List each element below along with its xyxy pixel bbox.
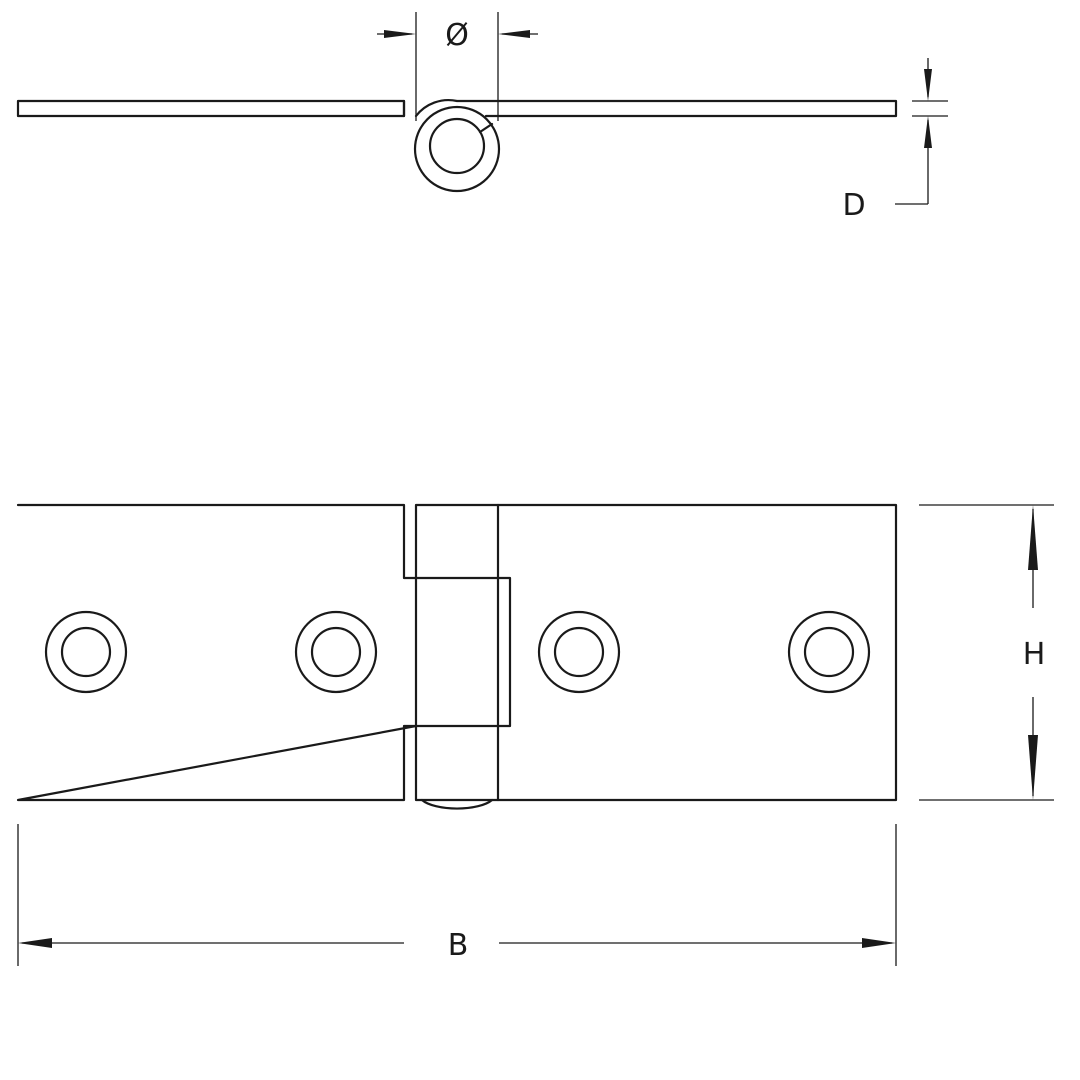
diameter-dimension: Ø bbox=[377, 12, 538, 121]
d-arrow-bottom bbox=[924, 116, 932, 148]
hole-3-outer bbox=[537, 610, 621, 694]
thickness-dimension: D bbox=[842, 58, 948, 223]
hole-4-outer bbox=[787, 610, 871, 694]
h-arrow-top bbox=[1028, 505, 1038, 570]
hole-4-inner bbox=[803, 626, 855, 678]
hole-1-outer bbox=[44, 610, 128, 694]
hole-2-outer bbox=[294, 610, 378, 694]
h-arrow-bottom bbox=[1028, 735, 1038, 800]
side-left-leaf bbox=[16, 99, 406, 118]
middle-knuckle bbox=[414, 576, 512, 728]
front-left-leaf bbox=[16, 503, 418, 802]
knuckle-seam bbox=[478, 122, 494, 134]
hole-3-inner bbox=[553, 626, 605, 678]
height-label: H bbox=[1023, 637, 1046, 672]
d-arrow-top bbox=[924, 69, 932, 101]
dia-arrow-right bbox=[498, 30, 530, 38]
b-arrow-right bbox=[862, 938, 896, 948]
b-arrow-left bbox=[18, 938, 52, 948]
width-label: B bbox=[448, 928, 469, 963]
front-right-leaf bbox=[414, 503, 898, 802]
pin-end bbox=[420, 798, 494, 810]
side-view bbox=[16, 99, 898, 193]
hole-1-inner bbox=[60, 626, 112, 678]
front-view bbox=[16, 503, 898, 810]
thickness-label: D bbox=[842, 188, 865, 223]
diameter-label: Ø bbox=[445, 18, 469, 53]
knuckle-outer bbox=[413, 105, 501, 193]
height-dimension: H bbox=[919, 504, 1054, 801]
side-right-leaf bbox=[414, 99, 898, 118]
hole-2-inner bbox=[310, 626, 362, 678]
dia-arrow-left bbox=[384, 30, 416, 38]
width-dimension: B bbox=[17, 824, 897, 966]
pin-circle bbox=[428, 117, 486, 175]
